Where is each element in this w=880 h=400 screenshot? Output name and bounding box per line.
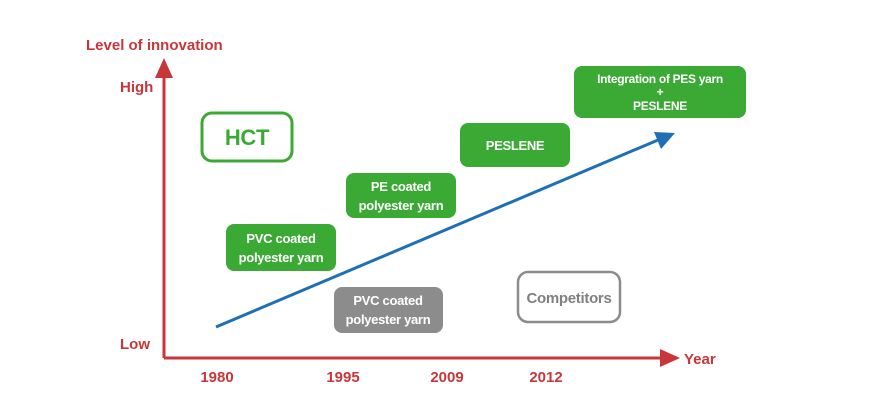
competitors-label: Competitors [526, 290, 611, 307]
hct-pvc-line-1: PVC coated [246, 231, 316, 246]
y-axis-arrowhead [155, 58, 173, 78]
peslene-label: PESLENE [486, 138, 545, 153]
pe-coated-box: PE coated polyester yarn [346, 173, 456, 218]
competitors-box: Competitors [516, 270, 622, 324]
hct-box: HCT [200, 111, 294, 163]
year-label: 1980 [200, 369, 233, 386]
integration-box: Integration of PES yarn + PESLENE [574, 66, 746, 118]
hct-label: HCT [225, 125, 270, 150]
x-axis [164, 349, 680, 367]
y-axis [155, 58, 173, 358]
year-label: 1995 [326, 369, 359, 386]
y-axis-low-label: Low [120, 336, 150, 353]
peslene-box: PESLENE [460, 123, 570, 167]
x-axis-title: Year [684, 351, 716, 368]
competitor-pvc-coated-box: PVC coated polyester yarn [334, 287, 443, 333]
year-label: 2009 [430, 369, 463, 386]
hct-pvc-line-2: polyester yarn [239, 250, 324, 265]
competitor-pvc-line-1: PVC coated [353, 293, 423, 308]
y-axis-title: Level of innovation [86, 37, 223, 54]
innovation-trend-arrow [215, 132, 675, 329]
competitor-pvc-line-2: polyester yarn [346, 312, 431, 327]
x-axis-arrowhead [660, 349, 680, 367]
integration-line-2: + [657, 85, 664, 99]
pe-coated-line-1: PE coated [371, 179, 432, 194]
integration-line-3: PESLENE [633, 99, 687, 113]
y-axis-high-label: High [120, 79, 153, 96]
integration-line-1: Integration of PES yarn [597, 72, 723, 86]
pe-coated-line-2: polyester yarn [359, 198, 444, 213]
year-label: 2012 [529, 369, 562, 386]
hct-pvc-coated-box: PVC coated polyester yarn [226, 224, 336, 271]
